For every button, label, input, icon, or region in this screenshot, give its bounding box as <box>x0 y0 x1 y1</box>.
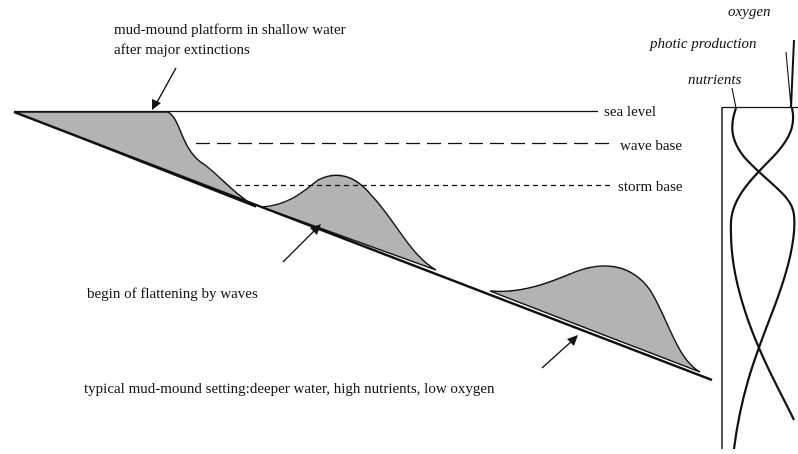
mound-flattening <box>261 174 437 271</box>
sea-level-label: sea level <box>604 104 656 120</box>
photic-production-label: photic production <box>649 36 757 52</box>
annotation-platform-line1: mud-mound platform in shallow water <box>114 22 346 38</box>
wave-base-label: wave base <box>620 138 682 154</box>
mound-deep-typical <box>489 265 701 373</box>
oxygen-curve <box>790 39 795 109</box>
photic-leader <box>785 51 792 108</box>
annotation-flattening: begin of flattening by waves <box>87 286 258 302</box>
arrow-platform <box>152 67 177 110</box>
nutrients-leader <box>731 87 737 109</box>
storm-base-label: storm base <box>618 179 683 195</box>
nutrients-label: nutrients <box>688 72 741 88</box>
arrow-flattening <box>282 224 321 263</box>
nutrients-curve <box>731 107 796 450</box>
sea-floor-slope <box>13 110 713 382</box>
photic-production-curve <box>729 107 795 421</box>
annotation-typical: typical mud-mound setting:deeper water, … <box>84 381 495 397</box>
oxygen-label: oxygen <box>728 4 770 20</box>
arrow-typical <box>541 335 578 369</box>
annotation-platform-line2: after major extinctions <box>114 42 250 58</box>
